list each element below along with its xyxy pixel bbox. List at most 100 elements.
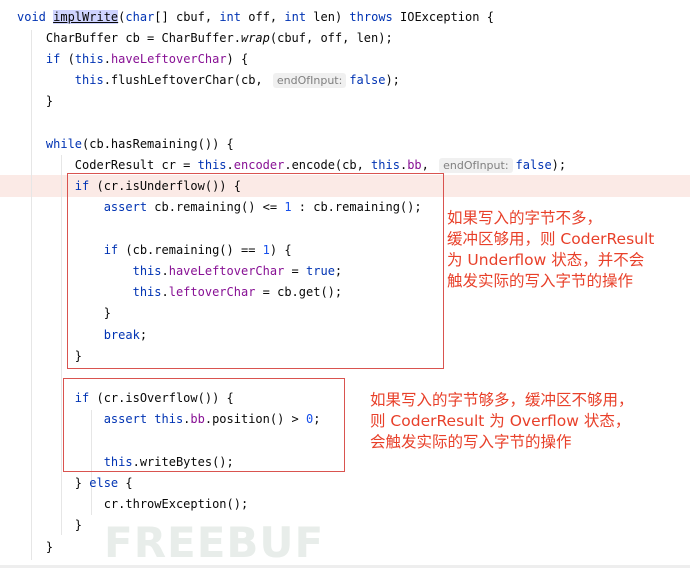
code-token: break	[17, 327, 140, 342]
code-token: .	[103, 51, 111, 66]
code-token: else	[89, 475, 119, 490]
code-line: this.writeBytes();	[17, 452, 234, 473]
code-token: ;	[334, 263, 343, 278]
parameter-hint: endOfInput:	[439, 157, 513, 173]
code-token: cb.remaining() <=	[147, 200, 285, 215]
code-line: CoderResult cr = this.encoder.encode(cb,…	[17, 155, 566, 176]
code-token: char	[125, 9, 155, 24]
code-token: true	[306, 263, 335, 278]
code-line: }	[17, 515, 82, 536]
code-token: 0	[306, 412, 314, 427]
code-token: len)	[306, 9, 350, 24]
code-token: {	[118, 475, 133, 490]
code-token: this	[197, 157, 227, 172]
code-token: this	[17, 73, 104, 88]
indent-guide	[91, 410, 92, 515]
code-line: if (cb.remaining() == 1) {	[17, 240, 292, 261]
code-token: .	[399, 157, 408, 172]
code-line: cr.throwException();	[17, 494, 249, 515]
code-token: );	[551, 157, 567, 172]
code-token: implWrite	[53, 9, 119, 24]
code-line: CharBuffer cb = CharBuffer.wrap(cbuf, of…	[17, 28, 393, 49]
code-token: cr.throwException();	[17, 497, 249, 512]
code-line: if (cr.isUnderflow()) {	[17, 176, 241, 197]
code-token: off,	[241, 9, 285, 24]
code-line: assert cb.remaining() <= 1 : cb.remainin…	[17, 197, 422, 218]
code-token: }	[17, 306, 111, 321]
code-token: false	[349, 73, 386, 88]
code-token: [] cbuf,	[154, 9, 220, 24]
code-token: assert this	[17, 412, 184, 427]
code-token: ,	[421, 157, 437, 172]
code-token: this	[371, 157, 400, 172]
code-token: }	[17, 94, 54, 109]
code-line: assert this.bb.position() > 0;	[17, 409, 321, 430]
code-token: (cb.remaining() ==	[118, 242, 263, 257]
code-token: this	[17, 285, 162, 300]
code-line: break;	[17, 325, 147, 346]
underflow-highlight-box	[67, 173, 444, 369]
code-token: int	[284, 9, 307, 24]
code-token: assert	[17, 200, 148, 215]
code-line: }	[17, 91, 53, 112]
code-token: (cr.isUnderflow()) {	[89, 179, 241, 194]
code-token: .	[183, 412, 191, 427]
code-token: 1	[262, 242, 270, 257]
current-line-highlight	[0, 175, 690, 197]
code-token: this	[17, 263, 162, 278]
code-token: IOException {	[392, 9, 494, 24]
indent-guide	[31, 30, 32, 560]
code-token: haveLeftoverChar	[110, 51, 227, 66]
code-token: this	[17, 454, 133, 469]
parameter-hint: endOfInput:	[272, 73, 347, 89]
code-token: bb	[407, 157, 422, 172]
code-token: ;	[313, 412, 321, 427]
code-token: this	[74, 51, 104, 66]
code-token: .position() >	[204, 412, 307, 427]
code-line: }	[17, 537, 53, 558]
code-token: .	[161, 285, 169, 300]
code-token: );	[385, 73, 400, 88]
code-token: leftoverChar	[168, 285, 256, 300]
overflow-highlight-box	[63, 378, 345, 472]
code-token: int	[219, 9, 242, 24]
code-token: ) {	[226, 51, 249, 66]
underflow-annotation: 如果写入的字节不多， 缓冲区够用，则 CoderResult 为 Underfl…	[447, 209, 655, 290]
code-token: .flushLeftoverChar(cb,	[103, 73, 270, 88]
code-line: } else {	[17, 473, 133, 494]
code-token: while	[17, 136, 83, 151]
code-token: 1	[284, 200, 292, 215]
code-token: (cb.hasRemaining()) {	[82, 136, 234, 151]
code-token: if	[17, 179, 90, 194]
freebuf-watermark: FREEBUF	[104, 518, 325, 567]
bottom-border	[0, 565, 690, 568]
code-line: void implWrite(char[] cbuf, int off, int…	[17, 7, 494, 28]
code-token: CharBuffer cb = CharBuffer.	[17, 30, 241, 45]
code-token: .encode(cb,	[284, 157, 372, 172]
code-token: (cbuf, off, len);	[269, 30, 393, 45]
code-line: }	[17, 346, 82, 367]
code-token: throws	[349, 9, 393, 24]
code-token: (cr.isOverflow()) {	[89, 391, 234, 406]
code-token: .	[226, 157, 234, 172]
code-token: if	[17, 391, 90, 406]
code-token: =	[284, 263, 307, 278]
code-token: ) {	[269, 242, 292, 257]
code-line: this.leftoverChar = cb.get();	[17, 282, 343, 303]
code-token: = cb.get();	[255, 285, 343, 300]
code-token: haveLeftoverChar	[168, 263, 285, 278]
code-token: }	[17, 518, 83, 533]
code-token: wrap	[240, 30, 270, 45]
code-line: }	[17, 303, 111, 324]
code-token: : cb.remaining();	[291, 200, 422, 215]
code-line: if (cr.isOverflow()) {	[17, 388, 234, 409]
code-token: }	[17, 539, 54, 554]
code-line: while(cb.hasRemaining()) {	[17, 134, 234, 155]
code-line: if (this.haveLeftoverChar) {	[17, 49, 248, 70]
code-token: (	[60, 51, 75, 66]
code-token: if	[17, 51, 61, 66]
code-line: this.haveLeftoverChar = true;	[17, 261, 343, 282]
code-line: this.flushLeftoverChar(cb, endOfInput:fa…	[17, 70, 400, 91]
code-token: bb	[190, 412, 205, 427]
